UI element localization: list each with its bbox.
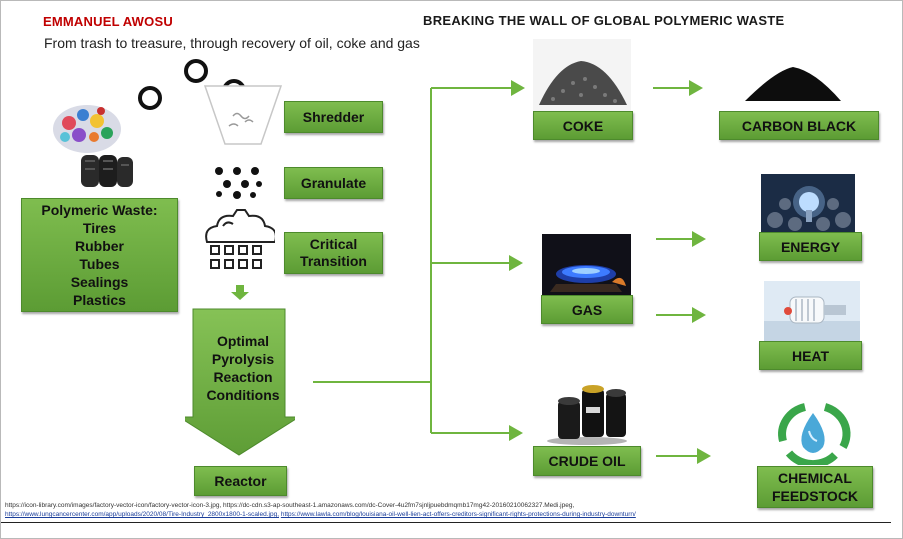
factory-icon bbox=[205, 209, 275, 269]
coke-box: COKE bbox=[533, 111, 633, 140]
sources-line-1: https://icon-library.com/images/factory-… bbox=[5, 502, 575, 509]
heat-box: HEAT bbox=[759, 341, 862, 370]
polymeric-waste-box: Polymeric Waste: Tires Rubber Tubes Seal… bbox=[21, 198, 178, 312]
waste-item-tubes: Tubes bbox=[79, 256, 120, 272]
pyrolysis-line-4: Conditions bbox=[206, 387, 280, 403]
shredder-box: Shredder bbox=[284, 101, 383, 133]
subtitle: From trash to treasure, through recovery… bbox=[44, 35, 420, 51]
pyrolysis-line-3: Reaction bbox=[213, 369, 273, 385]
gas-flame-image bbox=[542, 234, 631, 295]
carbon-black-image bbox=[745, 67, 841, 101]
arrow-down-icon bbox=[231, 285, 249, 300]
critical-label-line2: Transition bbox=[300, 253, 367, 269]
source-link-oil[interactable]: https://www.lawla.com/blog/louisiana-oil… bbox=[280, 511, 636, 518]
waste-image bbox=[53, 105, 133, 187]
energy-box: ENERGY bbox=[759, 232, 862, 261]
critical-label-line1: Critical bbox=[309, 236, 358, 252]
source-link-tire[interactable]: https://www.lungcancercenter.com/app/upl… bbox=[5, 511, 280, 518]
pyrolysis-arrow-shape bbox=[185, 308, 295, 456]
waste-item-plastics: Plastics bbox=[73, 292, 126, 308]
shredder-icon bbox=[138, 59, 283, 145]
carbon-black-box: CARBON BLACK bbox=[719, 111, 879, 140]
crude-oil-box: CRUDE OIL bbox=[533, 446, 641, 476]
chem-label-line2: FEEDSTOCK bbox=[771, 488, 859, 504]
waste-item-tires: Tires bbox=[82, 220, 117, 236]
granulate-icon bbox=[215, 167, 262, 199]
crude-oil-barrels-image bbox=[547, 385, 627, 445]
pyrolysis-label: Optimal Pyrolysis Reaction Conditions bbox=[191, 332, 295, 404]
author-name: EMMANUEL AWOSU bbox=[43, 14, 173, 29]
heat-thermostat-image bbox=[764, 281, 860, 341]
image-sources: https://icon-library.com/images/factory-… bbox=[5, 501, 895, 519]
pyrolysis-line-2: Pyrolysis bbox=[211, 351, 275, 367]
reactor-box: Reactor bbox=[194, 466, 287, 496]
critical-transition-box: Critical Transition bbox=[284, 232, 383, 274]
granulate-box: Granulate bbox=[284, 167, 383, 199]
coke-image bbox=[533, 39, 631, 111]
energy-bulbs-image bbox=[761, 174, 855, 232]
pyrolysis-line-1: Optimal bbox=[216, 333, 270, 349]
gas-box: GAS bbox=[541, 295, 633, 324]
slide-title: BREAKING THE WALL OF GLOBAL POLYMERIC WA… bbox=[423, 13, 785, 28]
waste-item-rubber: Rubber bbox=[75, 238, 124, 254]
sources-line-2: https://www.lungcancercenter.com/app/upl… bbox=[5, 510, 895, 519]
footer-divider bbox=[1, 522, 891, 523]
chem-label-line1: CHEMICAL bbox=[778, 470, 852, 486]
waste-item-sealings: Sealings bbox=[70, 274, 129, 290]
recycle-droplet-image bbox=[778, 403, 851, 465]
chemical-feedstock-box: CHEMICAL FEEDSTOCK bbox=[757, 466, 873, 508]
waste-heading: Polymeric Waste: bbox=[41, 202, 158, 218]
